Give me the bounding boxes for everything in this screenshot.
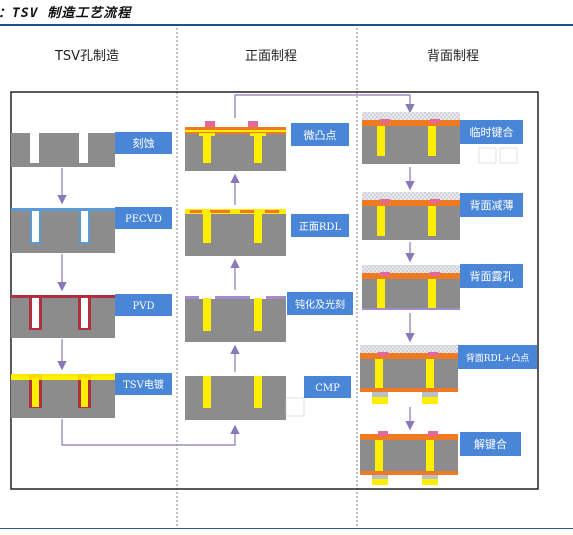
diagram-frame (10, 91, 539, 490)
step-label-pecvd: PECVD (115, 207, 172, 229)
step-label-text: 钝化及光刻 (295, 298, 345, 311)
column-heading-back-side: 背面制程 (426, 49, 479, 64)
step-label-temporary-bonding: 临时键合 (460, 120, 523, 144)
wafer-cmp (185, 376, 305, 420)
figure-title: ：TSV 制造工艺流程 (0, 6, 132, 21)
wafer-debonding (360, 431, 458, 485)
wafer-pecvd (11, 208, 115, 253)
wafer-back-rdl-bump (360, 345, 458, 404)
step-label-back-thinning: 背面减薄 (460, 193, 523, 217)
step-label-etch: 刻蚀 (115, 132, 172, 154)
step-label-text: 临时键合 (470, 125, 514, 139)
step-label-text: CMP (315, 383, 340, 394)
step-label-text: 背面减薄 (470, 198, 514, 212)
step-label-text: TSV电镀 (123, 378, 164, 391)
step-label-pvd: PVD (115, 294, 172, 316)
step-label-back-rdl-bump: 背面RDL+凸点 (458, 345, 537, 369)
step-label-text: 背面RDL+凸点 (466, 352, 530, 364)
step-label-text: 微凸点 (304, 128, 337, 142)
step-label-cmp: CMP (304, 376, 351, 398)
wafer-back-via-reveal (362, 265, 460, 310)
step-label-text: 正面RDL (299, 222, 342, 233)
step-label-micro-bump: 微凸点 (291, 123, 349, 146)
wafer-temporary-bonding (362, 112, 518, 164)
step-label-text: PVD (133, 301, 155, 312)
step-label-back-via-reveal: 背面露孔 (460, 264, 523, 288)
step-label-text: 刻蚀 (133, 136, 155, 150)
title-rule (0, 24, 573, 26)
step-label-text: 解键合 (474, 437, 507, 451)
wafer-front-rdl (185, 209, 286, 256)
arrow-bump-to-temp-bond (234, 94, 415, 118)
wafer-micro-bump (185, 121, 286, 171)
wafer-back-thinning (362, 192, 460, 240)
step-label-text: PECVD (125, 214, 162, 225)
wafer-pvd (11, 295, 115, 338)
arrow-plating-to-cmp (61, 419, 240, 446)
column-heading-front-side: 正面制程 (244, 49, 297, 64)
step-label-front-rdl: 正面RDL (291, 214, 349, 237)
bottom-rule (0, 528, 573, 529)
wafer-etch (11, 133, 115, 167)
wafer-tsv-plating (11, 374, 115, 418)
column-heading-tsv-hole: TSV孔制造 (54, 49, 120, 64)
step-label-debonding: 解键合 (460, 432, 521, 456)
step-label-passivation-litho: 钝化及光刻 (287, 292, 353, 315)
step-label-tsv-plating: TSV电镀 (115, 373, 172, 395)
wafer-passivation-litho (185, 294, 286, 342)
step-label-text: 背面露孔 (470, 269, 514, 283)
